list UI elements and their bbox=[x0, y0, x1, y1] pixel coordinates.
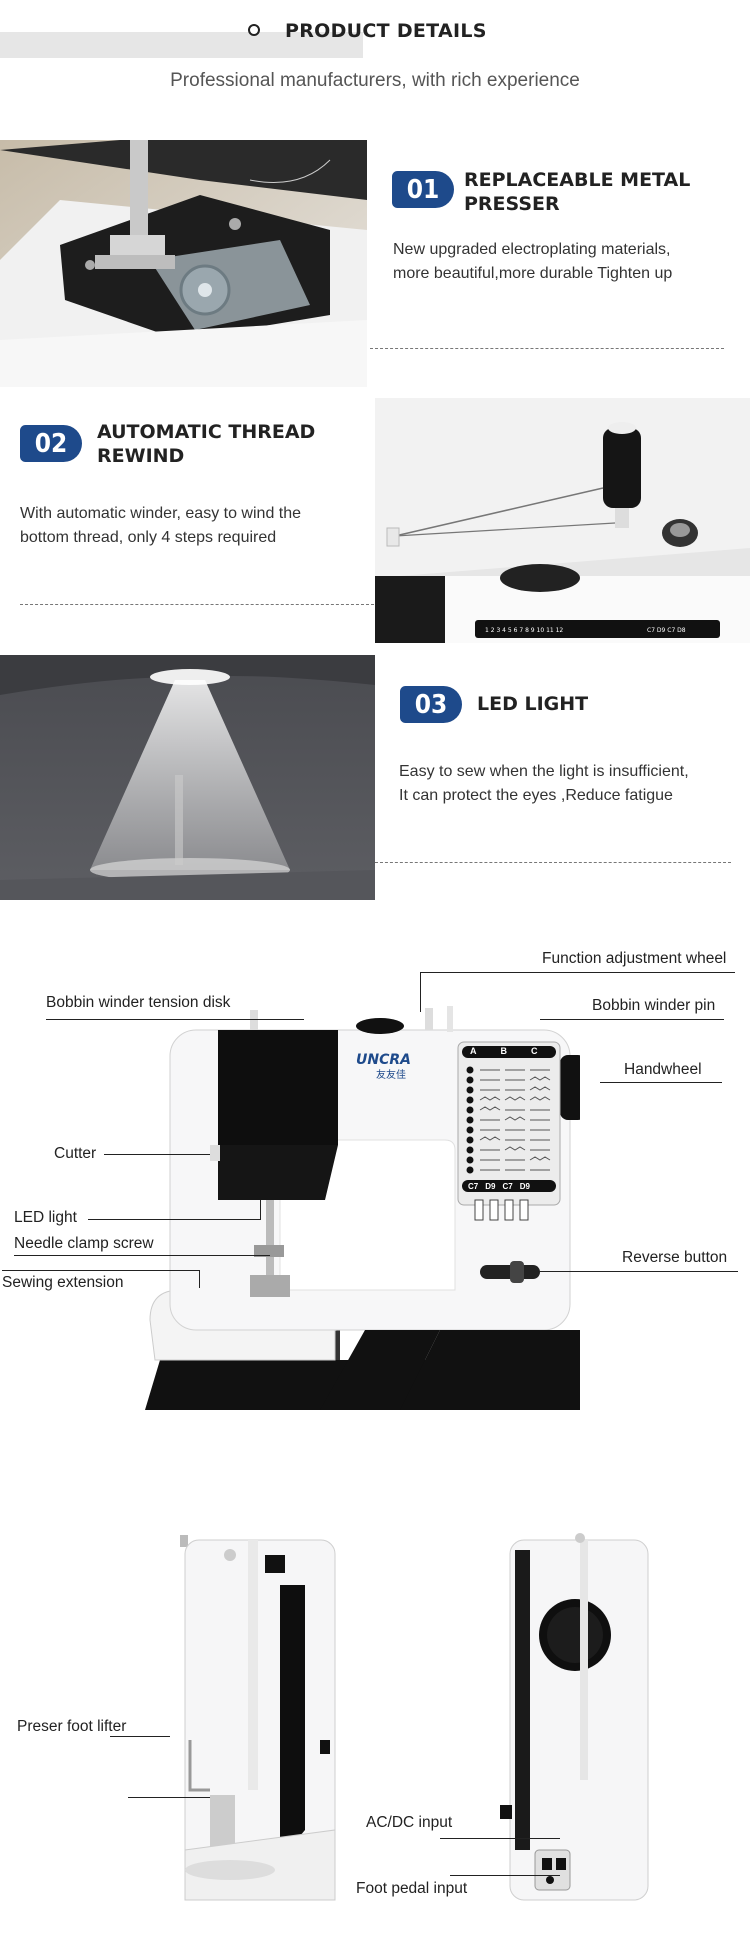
feature-title-line: LED LIGHT bbox=[477, 693, 589, 715]
feature-title-line: REPLACEABLE METAL bbox=[464, 169, 691, 191]
stitch-pattern-icons bbox=[466, 1066, 551, 1174]
svg-text:1 2 3 4 5 6 7 8 9 10: 1 2 3 4 5 6 7 8 9 10 11 12 bbox=[485, 627, 563, 634]
feature-title: LED LIGHT bbox=[477, 692, 588, 716]
presser-foot-photo bbox=[0, 140, 367, 387]
leader-line bbox=[14, 1255, 270, 1256]
feature-title-line: PRESSER bbox=[464, 193, 560, 215]
callout-acdc-input: AC/DC input bbox=[366, 1814, 453, 1831]
feature-description: Easy to sew when the light is insufficie… bbox=[399, 760, 689, 808]
callout-reverse-button: Reverse button bbox=[622, 1249, 728, 1266]
feature-desc-line: more beautiful,more durable Tighten up bbox=[393, 265, 673, 282]
sewing-machine-left-side-image bbox=[170, 1530, 340, 1910]
leader-line bbox=[450, 1875, 560, 1876]
callout-bobbin-pin: Bobbin winder pin bbox=[592, 997, 716, 1014]
stitch-code: C7 bbox=[502, 1182, 513, 1191]
leader-line bbox=[199, 1270, 200, 1288]
page-title: PRODUCT DETAILS bbox=[285, 20, 487, 42]
leader-line bbox=[2, 1270, 200, 1271]
feature-desc-line: Easy to sew when the light is insufficie… bbox=[399, 763, 689, 780]
feature-title-line: AUTOMATIC THREAD bbox=[97, 421, 316, 443]
leader-line bbox=[440, 1838, 560, 1839]
sewing-machine-right-side-image bbox=[480, 1530, 650, 1910]
brand-logo-cn: 友友佳 bbox=[376, 1070, 406, 1081]
feature-desc-line: It can protect the eyes ,Reduce fatigue bbox=[399, 787, 673, 804]
feature-desc-line: bottom thread, only 4 steps required bbox=[20, 529, 277, 546]
callout-function-wheel: Function adjustment wheel bbox=[542, 950, 727, 967]
leader-line bbox=[46, 1019, 304, 1020]
leader-line bbox=[104, 1154, 210, 1155]
feature-desc-line: With automatic winder, easy to wind the bbox=[20, 505, 302, 522]
stitch-code: D9 bbox=[485, 1182, 496, 1191]
stitch-code: D9 bbox=[519, 1182, 530, 1191]
stitch-col-a: A bbox=[470, 1046, 477, 1056]
callout-cutter: Cutter bbox=[54, 1145, 97, 1162]
feature-number-badge: 02 bbox=[20, 425, 82, 462]
stitch-col-c: C bbox=[531, 1046, 538, 1056]
circle-icon bbox=[248, 24, 260, 36]
feature-desc-line: New upgraded electroplating materials, bbox=[393, 241, 671, 258]
callout-bobbin-tension: Bobbin winder tension disk bbox=[46, 994, 231, 1011]
callout-needle-clamp: Needle clamp screw bbox=[14, 1235, 154, 1252]
stitch-code: C7 bbox=[468, 1182, 479, 1191]
thread-rewind-photo: 1 2 3 4 5 6 7 8 9 10 11 12 C7 D9 C7 D8 bbox=[375, 398, 750, 643]
sewing-machine-front-image bbox=[140, 990, 586, 1420]
divider bbox=[375, 862, 731, 863]
stitch-column-headers: A B C bbox=[470, 1046, 538, 1056]
feature-title-line: REWIND bbox=[97, 445, 185, 467]
page-subtitle: Professional manufacturers, with rich ex… bbox=[170, 70, 580, 91]
callout-sewing-extension: Sewing extension bbox=[2, 1274, 124, 1291]
leader-line bbox=[88, 1219, 260, 1220]
leader-line bbox=[420, 972, 735, 973]
feature-description: With automatic winder, easy to wind the … bbox=[20, 502, 301, 550]
callout-led-light: LED light bbox=[14, 1209, 77, 1226]
feature-number-badge: 03 bbox=[400, 686, 462, 723]
feature-title: AUTOMATIC THREAD REWIND bbox=[97, 420, 315, 468]
stitch-codes: C7 D9 C7 D9 bbox=[468, 1182, 530, 1191]
brand-logo: UNCRA bbox=[356, 1052, 411, 1068]
callout-handwheel: Handwheel bbox=[624, 1061, 702, 1078]
leader-line bbox=[540, 1271, 738, 1272]
feature-description: New upgraded electroplating materials, m… bbox=[393, 238, 672, 286]
leader-line bbox=[600, 1082, 722, 1083]
callout-foot-pedal: Foot pedal input bbox=[356, 1880, 468, 1897]
leader-line bbox=[540, 1019, 724, 1020]
led-light-photo bbox=[0, 655, 375, 900]
leader-line bbox=[420, 972, 421, 1012]
callout-presser-lifter: Preser foot lifter bbox=[17, 1718, 127, 1735]
leader-line bbox=[110, 1736, 170, 1737]
divider bbox=[20, 604, 374, 605]
feature-number-badge: 01 bbox=[392, 171, 454, 208]
leader-line bbox=[128, 1797, 210, 1798]
leader-line bbox=[260, 1200, 261, 1220]
stitch-col-b: B bbox=[500, 1046, 508, 1056]
divider bbox=[370, 348, 724, 349]
header-decor-bar bbox=[0, 32, 363, 58]
svg-text:C7 D9 C7 D8: C7 D9 C7 D8 bbox=[647, 627, 686, 634]
feature-title: REPLACEABLE METAL PRESSER bbox=[464, 168, 690, 216]
